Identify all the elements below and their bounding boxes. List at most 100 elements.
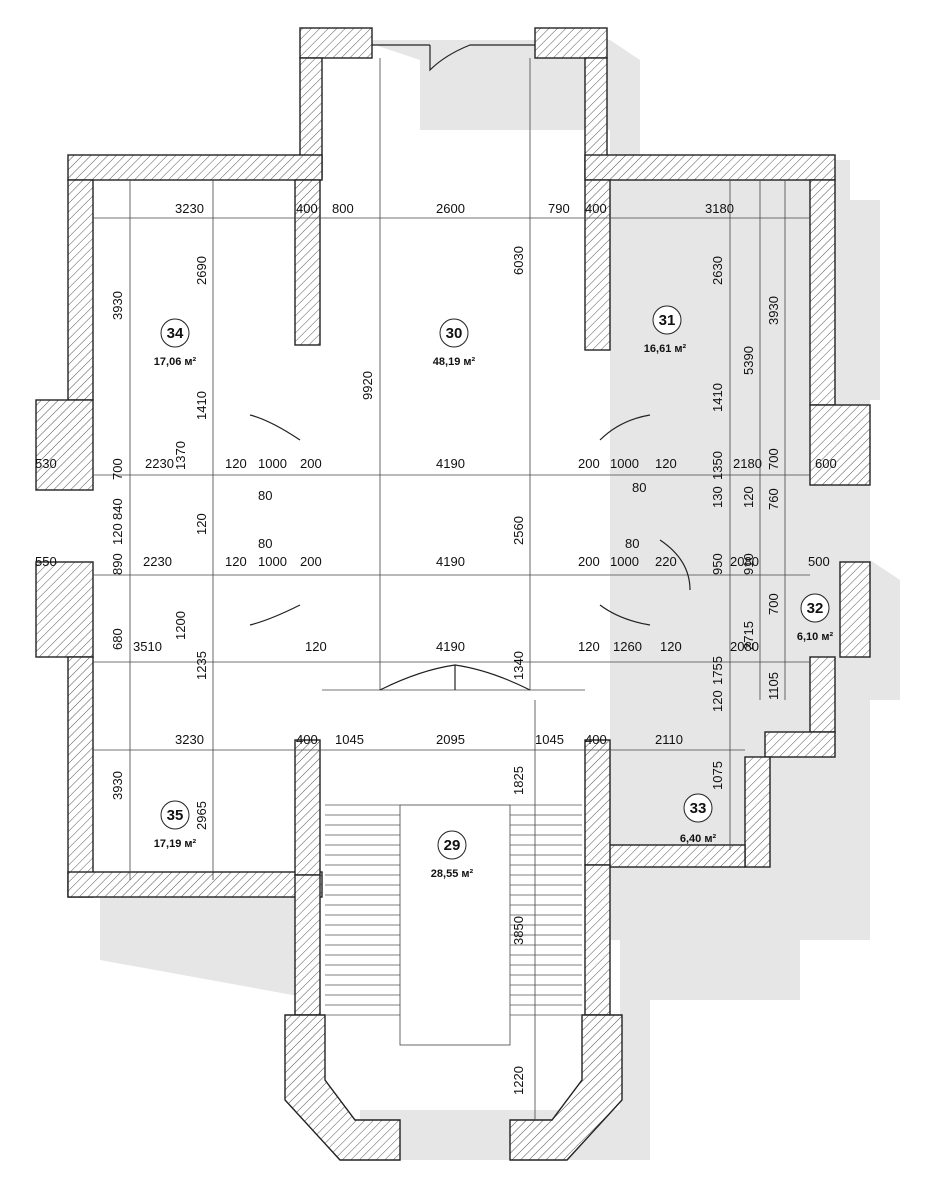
dim-label: 200 bbox=[300, 456, 322, 471]
walls bbox=[35, 27, 871, 1161]
dim-label: 790 bbox=[548, 201, 570, 216]
svg-text:6,40 м²: 6,40 м² bbox=[680, 833, 717, 845]
dim-label: 800 bbox=[332, 201, 354, 216]
dim-label: 2230 bbox=[145, 456, 174, 471]
svg-text:17,06 м²: 17,06 м² bbox=[154, 356, 197, 368]
partition-lines bbox=[93, 58, 810, 1120]
dim-label: 910 bbox=[741, 553, 756, 575]
dim-label: 1755 bbox=[710, 656, 725, 685]
dim-label: 3850 bbox=[511, 916, 526, 945]
dim-label: 1000 bbox=[610, 554, 639, 569]
dim-label: 200 bbox=[578, 554, 600, 569]
dim-label: 4190 bbox=[436, 554, 465, 569]
dim-label: 1410 bbox=[710, 383, 725, 412]
dim-label: 130 bbox=[710, 486, 725, 508]
room-29: 29 28,55 м² bbox=[431, 830, 474, 880]
svg-text:6,10 м²: 6,10 м² bbox=[797, 631, 834, 643]
svg-text:35: 35 bbox=[167, 807, 184, 824]
dim-label: 120 bbox=[578, 639, 600, 654]
dim-label: 2560 bbox=[511, 516, 526, 545]
dim-label: 680 bbox=[110, 628, 125, 650]
dim-label: 1000 bbox=[610, 456, 639, 471]
room-markers: 34 17,06 м² 30 48,19 м² 31 16,61 м² 32 6… bbox=[154, 305, 834, 880]
vertical-dimension-labels: 3930 2690 1410 9920 6030 2630 5390 3930 … bbox=[110, 246, 781, 1095]
dim-label: 3180 bbox=[705, 201, 734, 216]
dim-label: 400 bbox=[296, 732, 318, 747]
dim-label: 2600 bbox=[436, 201, 465, 216]
dim-label: 120 bbox=[305, 639, 327, 654]
dim-label: 120 bbox=[710, 690, 725, 712]
dim-label: 220 bbox=[655, 554, 677, 569]
svg-text:34: 34 bbox=[167, 325, 184, 342]
dim-label: 2230 bbox=[143, 554, 172, 569]
dim-label: 700 bbox=[766, 448, 781, 470]
dim-label: 1045 bbox=[535, 732, 564, 747]
dim-label: 1410 bbox=[194, 391, 209, 420]
dim-label: 500 bbox=[808, 554, 830, 569]
dim-label: 1000 bbox=[258, 456, 287, 471]
dim-label: 80 bbox=[258, 536, 272, 551]
dim-label: 2180 bbox=[733, 456, 762, 471]
dim-label: 6030 bbox=[511, 246, 526, 275]
dim-label: 1825 bbox=[511, 766, 526, 795]
dim-label: 600 bbox=[815, 456, 837, 471]
dim-label: 80 bbox=[632, 480, 646, 495]
dim-label: 80 bbox=[258, 488, 272, 503]
dim-label: 120 bbox=[110, 523, 125, 545]
dim-label: 3230 bbox=[175, 732, 204, 747]
dim-label: 1220 bbox=[511, 1066, 526, 1095]
svg-text:30: 30 bbox=[446, 325, 463, 342]
dim-label: 1340 bbox=[511, 651, 526, 680]
dimension-labels: 3230 400 800 2600 790 400 3180 530 2230 … bbox=[35, 201, 837, 747]
room-33: 33 6,40 м² bbox=[680, 793, 717, 845]
dim-label: 1260 bbox=[613, 639, 642, 654]
svg-text:48,19 м²: 48,19 м² bbox=[433, 356, 476, 368]
dim-label: 3930 bbox=[766, 296, 781, 325]
dim-label: 700 bbox=[766, 593, 781, 615]
svg-text:16,61 м²: 16,61 м² bbox=[644, 343, 687, 355]
dim-label: 2630 bbox=[710, 256, 725, 285]
dim-label: 2095 bbox=[436, 732, 465, 747]
dim-label: 530 bbox=[35, 456, 57, 471]
room-34: 34 17,06 м² bbox=[154, 318, 197, 368]
dim-label: 1075 bbox=[710, 761, 725, 790]
svg-text:29: 29 bbox=[444, 837, 461, 854]
svg-text:31: 31 bbox=[659, 312, 676, 329]
dim-label: 4190 bbox=[436, 639, 465, 654]
dim-label: 840 bbox=[110, 498, 125, 520]
dim-label: 2715 bbox=[741, 621, 756, 650]
dim-label: 3930 bbox=[110, 291, 125, 320]
dim-label: 200 bbox=[578, 456, 600, 471]
dim-label: 890 bbox=[110, 553, 125, 575]
dim-label: 120 bbox=[225, 554, 247, 569]
dim-label: 120 bbox=[741, 486, 756, 508]
dim-label: 760 bbox=[766, 488, 781, 510]
dim-label: 80 bbox=[625, 536, 639, 551]
dim-label: 2965 bbox=[194, 801, 209, 830]
background-shadow bbox=[100, 40, 900, 1160]
dim-label: 4190 bbox=[436, 456, 465, 471]
dim-label: 120 bbox=[225, 456, 247, 471]
dim-label: 3930 bbox=[110, 771, 125, 800]
dim-label: 120 bbox=[194, 513, 209, 535]
room-31: 31 16,61 м² bbox=[644, 305, 687, 355]
doors bbox=[249, 44, 691, 691]
dim-label: 3510 bbox=[133, 639, 162, 654]
dim-label: 1235 bbox=[194, 651, 209, 680]
dim-label: 120 bbox=[655, 456, 677, 471]
dim-label: 950 bbox=[710, 553, 725, 575]
stairs bbox=[325, 804, 582, 1016]
dim-label: 9920 bbox=[360, 371, 375, 400]
dim-label: 1000 bbox=[258, 554, 287, 569]
dim-label: 2080 bbox=[730, 639, 759, 654]
dim-label: 400 bbox=[585, 201, 607, 216]
dim-label: 2690 bbox=[194, 256, 209, 285]
svg-text:28,55 м²: 28,55 м² bbox=[431, 868, 474, 880]
room-32: 32 6,10 м² bbox=[797, 593, 834, 643]
dim-label: 3230 bbox=[175, 201, 204, 216]
dim-label: 1045 bbox=[335, 732, 364, 747]
room-35: 35 17,19 м² bbox=[154, 800, 197, 850]
dim-label: 5390 bbox=[741, 346, 756, 375]
dim-label: 400 bbox=[585, 732, 607, 747]
